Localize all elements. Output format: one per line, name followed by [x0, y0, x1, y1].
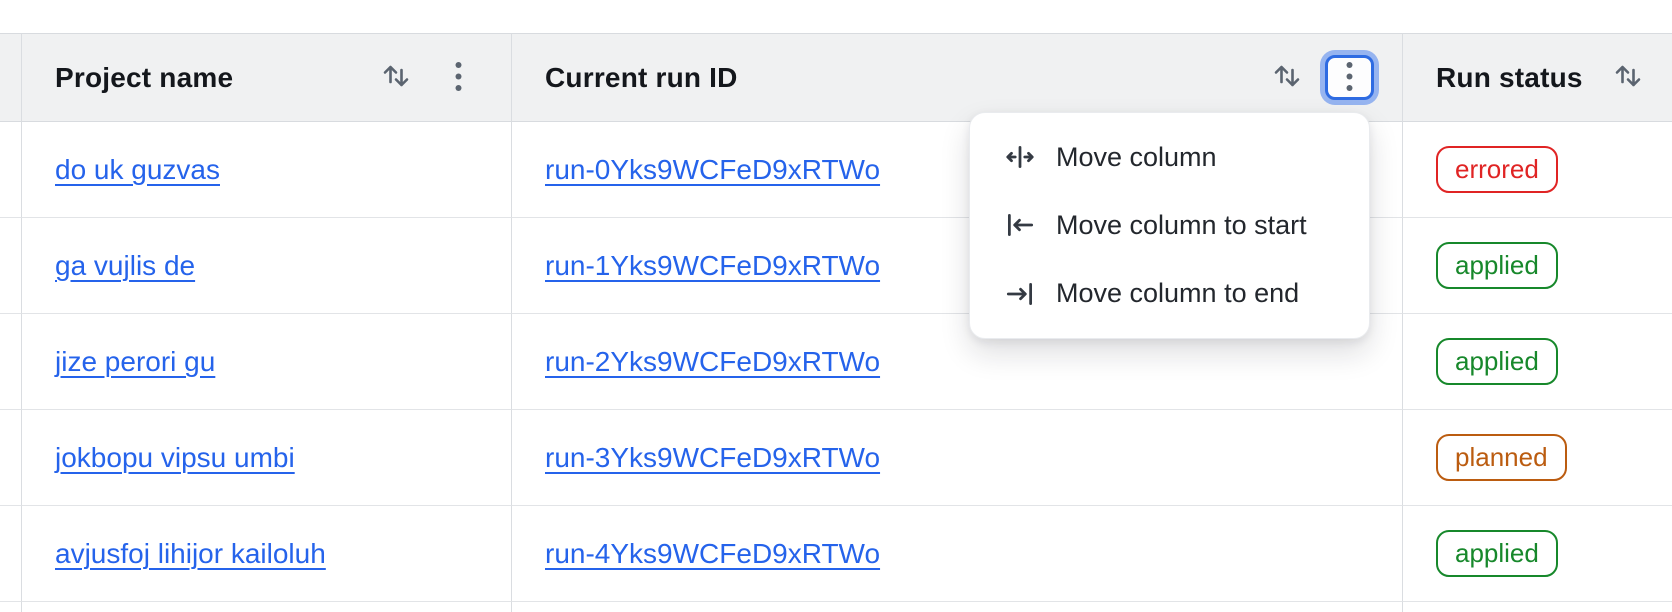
sort-arrows-icon [1612, 60, 1644, 95]
status-badge: errored [1436, 146, 1558, 193]
table-row-project-cell: jize perori gu [22, 314, 512, 410]
projects-table: Project name Current run ID [0, 33, 1672, 612]
table-row-status-cell: planned [1403, 410, 1672, 506]
column-label-project-name: Project name [55, 61, 234, 93]
column-label-current-run-id: Current run ID [545, 61, 738, 93]
project-name-link[interactable]: jokbopu vipsu umbi [55, 441, 295, 473]
menu-item-move-column-to-start[interactable]: Move column to start [970, 191, 1369, 259]
project-name-link[interactable]: avjusfoj lihijor kailoluh [55, 537, 326, 569]
row-gutter-cell [0, 602, 22, 612]
table-row-status-cell: applied [1403, 506, 1672, 602]
status-badge: applied [1436, 338, 1558, 385]
row-gutter-cell [0, 122, 22, 218]
column-header-run-status: Run status [1403, 33, 1672, 122]
table-row-project-cell: do uk guzvas [22, 122, 512, 218]
sort-arrows-icon [1271, 60, 1303, 95]
sort-button-current-run-id[interactable] [1271, 60, 1303, 95]
table-row-run-id-cell: run-4Yks9WCFeD9xRTWo [512, 506, 1403, 602]
column-header-project-name: Project name [22, 33, 512, 122]
column-menu-popover: Move column Move column to start Move co… [969, 112, 1370, 339]
move-column-to-end-icon [1003, 277, 1037, 311]
row-gutter-cell [0, 410, 22, 506]
run-id-link[interactable]: run-4Yks9WCFeD9xRTWo [545, 537, 881, 569]
kebab-icon [1344, 60, 1355, 96]
sort-button-run-status[interactable] [1612, 60, 1644, 95]
run-id-link[interactable]: run-2Yks9WCFeD9xRTWo [545, 345, 881, 377]
table-row-project-cell: ga vujlis de [22, 218, 512, 314]
move-column-icon [1003, 140, 1037, 174]
column-header-current-run-id: Current run ID [512, 33, 1403, 122]
menu-item-label: Move column [1056, 141, 1217, 172]
move-column-to-start-icon [1003, 208, 1037, 242]
menu-item-label: Move column to end [1056, 278, 1300, 309]
run-id-link[interactable]: run-0Yks9WCFeD9xRTWo [545, 153, 881, 185]
table-row-project-cell: jokbopu vipsu umbi [22, 410, 512, 506]
project-name-link[interactable]: do uk guzvas [55, 153, 220, 185]
column-label-run-status: Run status [1436, 61, 1583, 93]
header-gutter-cell [0, 33, 22, 122]
row-gutter-cell [0, 314, 22, 410]
status-badge: planned [1436, 434, 1567, 481]
kebab-icon [453, 60, 464, 96]
sort-button-project-name[interactable] [380, 60, 412, 95]
run-id-link[interactable]: run-1Yks9WCFeD9xRTWo [545, 249, 881, 281]
table-row-status-cell: applied [1403, 218, 1672, 314]
column-menu-button-project-name[interactable] [434, 55, 483, 100]
project-name-link[interactable]: jize perori gu [55, 345, 216, 377]
table-row-run-id-cell [512, 602, 1403, 612]
status-badge: applied [1436, 530, 1558, 577]
table-row-status-cell: applied [1403, 314, 1672, 410]
table-row-project-cell: avjusfoj lihijor kailoluh [22, 506, 512, 602]
row-gutter-cell [0, 506, 22, 602]
table-row-status-cell [1403, 602, 1672, 612]
sort-arrows-icon [380, 60, 412, 95]
row-gutter-cell [0, 218, 22, 314]
table-row-run-id-cell: run-3Yks9WCFeD9xRTWo [512, 410, 1403, 506]
table-row-status-cell: errored [1403, 122, 1672, 218]
table-row-project-cell [22, 602, 512, 612]
project-name-link[interactable]: ga vujlis de [55, 249, 196, 281]
status-badge: applied [1436, 242, 1558, 289]
run-id-link[interactable]: run-3Yks9WCFeD9xRTWo [545, 441, 881, 473]
column-menu-button-current-run-id[interactable] [1325, 55, 1374, 100]
menu-item-move-column[interactable]: Move column [970, 123, 1369, 191]
menu-item-label: Move column to start [1056, 209, 1307, 240]
menu-item-move-column-to-end[interactable]: Move column to end [970, 260, 1369, 328]
